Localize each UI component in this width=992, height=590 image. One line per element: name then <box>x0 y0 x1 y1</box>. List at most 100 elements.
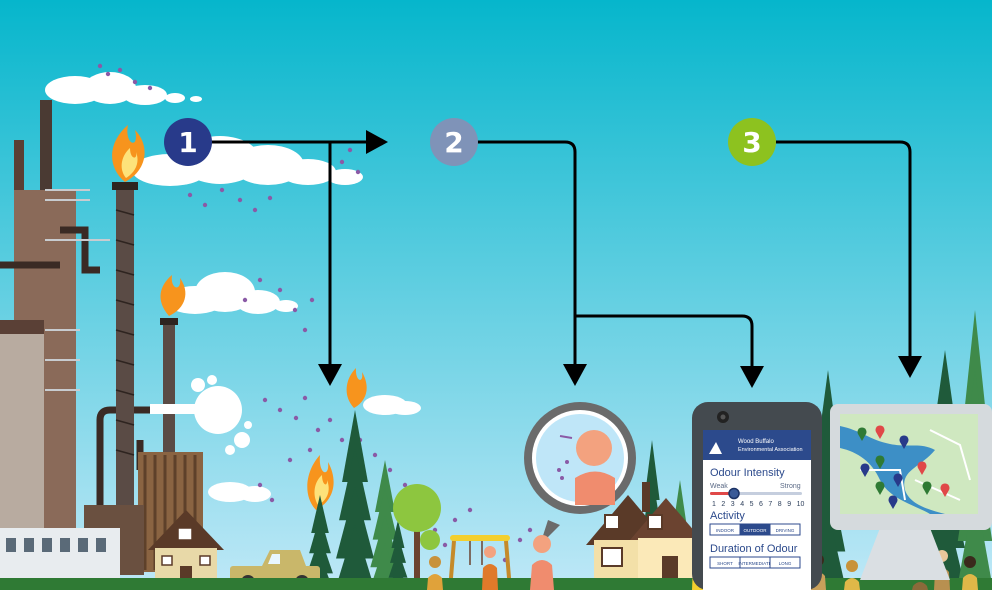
map-pin-icon <box>899 435 909 449</box>
odour-puff <box>187 192 193 198</box>
odour-puff <box>267 195 273 201</box>
odour-puff <box>452 517 458 523</box>
option-label: SHORT <box>717 561 733 566</box>
option-label: INDOOR <box>716 528 735 533</box>
org-name-line2: Environmental Association <box>738 447 803 453</box>
scale-number: 6 <box>759 501 763 508</box>
odour-puff <box>257 482 263 488</box>
odour-puff <box>97 63 103 69</box>
flame-icon <box>346 368 367 408</box>
scale-number: 8 <box>778 501 782 508</box>
odour-puff <box>277 287 283 293</box>
option-button-short[interactable]: SHORT <box>709 556 741 569</box>
map-pins <box>857 425 950 509</box>
intensity-slider-thumb[interactable] <box>728 487 740 500</box>
pine-tree-icon <box>335 410 375 590</box>
person-icon <box>427 556 443 590</box>
step-1-badge: 1 <box>164 118 212 166</box>
odour-puff <box>527 527 533 533</box>
odour-puff <box>355 169 361 175</box>
pipes <box>0 226 200 520</box>
scaffolding <box>45 189 110 391</box>
option-button-driving[interactable]: DRIVING <box>769 523 801 536</box>
odour-puff <box>517 537 523 543</box>
smokestack-icon <box>40 100 52 200</box>
odour-puff <box>147 85 153 91</box>
odour-puff <box>309 297 315 303</box>
arrow-step2-down <box>476 140 577 368</box>
scale-number: 5 <box>750 501 754 508</box>
map-pin-icon <box>922 481 932 495</box>
step-2-badge: 2 <box>430 118 478 166</box>
option-button-outdoor[interactable]: OUTDOOR <box>739 523 771 536</box>
odour-puff <box>347 147 353 153</box>
map-pin-icon <box>875 455 885 469</box>
tank <box>0 330 44 530</box>
option-label: INTERMEDIATE <box>738 561 771 566</box>
steam <box>150 375 252 455</box>
option-label: DRIVING <box>776 528 795 533</box>
odour-puff <box>402 482 408 488</box>
smartphone-app-icon: Wood Buffalo Environmental Association O… <box>692 402 822 590</box>
step-1-label: 1 <box>178 126 197 159</box>
odour-puff <box>307 447 313 453</box>
flare-stack <box>116 185 134 515</box>
odour-puff <box>387 467 393 473</box>
odour-puff <box>242 297 248 303</box>
step-3-badge: 3 <box>728 118 776 166</box>
activity-title: Activity <box>710 510 745 522</box>
odour-puff <box>327 417 333 423</box>
map-pin-icon <box>940 483 950 497</box>
odour-puff <box>202 202 208 208</box>
odour-puff <box>287 457 293 463</box>
odour-intensity-title: Odour Intensity <box>710 467 785 479</box>
option-label: OUTDOOR <box>744 528 768 533</box>
map-pin-icon <box>893 473 903 487</box>
scale-number: 9 <box>787 501 791 508</box>
map-pin-icon <box>888 495 898 509</box>
scale-strong-label: Strong <box>780 483 801 490</box>
activity-options: INDOOR OUTDOOR DRIVING <box>709 523 801 536</box>
person-icon <box>482 546 498 590</box>
step-3-label: 3 <box>742 126 761 159</box>
cloud <box>363 395 421 415</box>
odour-puff <box>302 327 308 333</box>
odour-puff <box>132 79 138 85</box>
map-pin-icon <box>917 461 927 475</box>
option-button-long[interactable]: LONG <box>769 556 801 569</box>
scale-number: 3 <box>731 501 735 508</box>
odour-puff <box>257 277 263 283</box>
scale-number: 2 <box>721 501 725 508</box>
odour-puff <box>117 67 123 73</box>
scale-number: 1 <box>712 501 716 508</box>
duration-title: Duration of Odour <box>710 543 798 555</box>
odour-puff <box>302 395 308 401</box>
flame-icon <box>160 275 186 316</box>
cloud <box>45 72 202 105</box>
flow-arrows <box>210 140 912 370</box>
org-name-line1: Wood Buffalo <box>738 439 774 445</box>
option-label: LONG <box>779 561 792 566</box>
odour-puff <box>219 187 225 193</box>
map-pin-icon <box>875 481 885 495</box>
map-pin-icon <box>857 427 867 441</box>
odour-puff <box>262 397 268 403</box>
arrowheads <box>318 130 922 388</box>
scale-weak-label: Weak <box>710 483 728 490</box>
map-pin-icon <box>860 463 870 477</box>
org-logo <box>709 442 722 454</box>
odour-puff <box>315 427 321 433</box>
option-button-indoor[interactable]: INDOOR <box>709 523 741 536</box>
step-2-label: 2 <box>444 126 463 159</box>
odour-puff <box>339 159 345 165</box>
odour-puff <box>269 497 275 503</box>
odour-puff <box>442 542 448 548</box>
person-icon <box>962 556 978 590</box>
option-button-intermediate[interactable]: INTERMEDIATE <box>738 556 772 569</box>
round-tree <box>393 484 441 590</box>
odour-puff <box>237 197 243 203</box>
person-icon <box>530 535 554 590</box>
